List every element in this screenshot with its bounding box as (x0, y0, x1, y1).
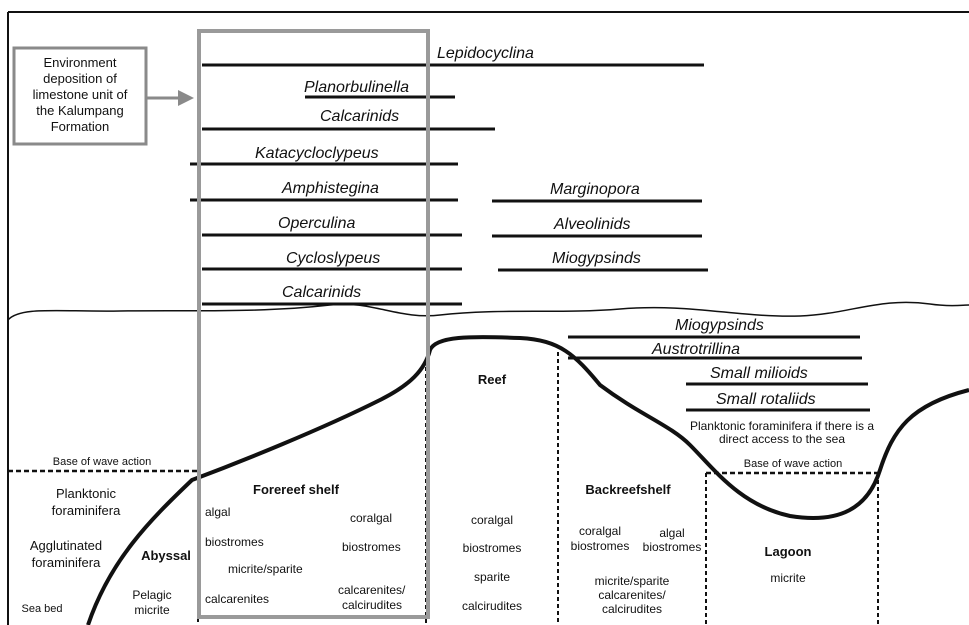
label-pelagic-2: micrite (134, 603, 170, 617)
legend-line-5: Formation (51, 119, 110, 134)
label-cycloslypeus: Cycloslypeus (286, 250, 380, 267)
label-br-micrite-3: calcirudites (602, 602, 662, 616)
label-small-rotaliids: Small rotaliids (716, 391, 816, 408)
label-alveolinids: Alveolinids (553, 216, 630, 233)
legend-line-3: limestone unit of (33, 87, 128, 102)
lagoon-taxa-labels: Miogypsinds Austrotrillina Small milioid… (651, 317, 874, 446)
label-small-milioids: Small milioids (710, 365, 808, 382)
label-br-coralgal-1: coralgal (579, 524, 621, 538)
label-fr-biostromes-left: biostromes (205, 535, 264, 549)
label-fr-micrite-sparite: micrite/sparite (228, 562, 303, 576)
label-sea-bed: Sea bed (22, 603, 63, 615)
label-abyssal: Abyssal (141, 548, 191, 563)
lagoon-range-bars (568, 335, 870, 412)
label-fr-calc-calc-2: calcirudites (342, 598, 402, 612)
label-miogypsinds-lower: Miogypsinds (675, 317, 764, 334)
outer-frame (7, 11, 969, 625)
label-katacycloclypeus: Katacycloclypeus (255, 145, 379, 162)
basin-sediment-labels: Planktonic foraminifera Agglutinated for… (22, 486, 172, 617)
label-reef-biostromes: biostromes (463, 541, 522, 555)
legend-box (12, 46, 148, 146)
label-operculina: Operculina (278, 215, 355, 232)
label-planktonic-1: Planktonic (56, 486, 116, 501)
label-reef-coralgal: coralgal (471, 513, 513, 527)
label-reef-calcirudites: calcirudites (462, 599, 522, 613)
forereef-sediment-labels: algal coralgal biostromes biostromes mic… (205, 505, 406, 612)
label-calcarinids-bottom: Calcarinids (282, 284, 361, 301)
label-br-coralgal-2: biostromes (571, 539, 630, 553)
highlight-environment-box (197, 29, 430, 619)
legend-text: Environment deposition of limestone unit… (33, 55, 128, 134)
label-reef: Reef (478, 372, 507, 387)
lagoon-note-line-2: direct access to the sea (719, 432, 845, 446)
label-br-micrite-2: calcarenites/ (598, 588, 666, 602)
label-fr-coralgal: coralgal (350, 511, 392, 525)
label-base-wave-left: Base of wave action (53, 456, 151, 468)
backreef-sediment-labels: coralgal biostromes algal biostromes mic… (571, 524, 702, 616)
label-lagoon: Lagoon (765, 544, 812, 559)
sea-surface-line (7, 301, 969, 321)
label-fr-algal: algal (205, 505, 230, 519)
label-austrotrillina: Austrotrillina (651, 341, 740, 358)
label-agglutinated-2: foraminifera (32, 555, 101, 570)
legend-line-4: the Kalumpang (36, 103, 123, 118)
label-marginopora: Marginopora (550, 181, 640, 198)
label-pelagic-1: Pelagic (132, 588, 171, 602)
label-fr-calcarenites: calcarenites (205, 592, 269, 606)
label-fr-calc-calc-1: calcarenites/ (338, 583, 406, 597)
label-lepidocyclina: Lepidocyclina (437, 45, 534, 62)
sea-floor-profile (86, 335, 969, 625)
label-reef-sparite: sparite (474, 570, 510, 584)
label-planktonic-2: foraminifera (52, 503, 121, 518)
upper-taxa-labels: Lepidocyclina Planorbulinella Calcarinid… (255, 45, 641, 301)
label-miogypsinds-upper: Miogypsinds (552, 250, 641, 267)
legend-line-2: deposition of (43, 71, 117, 86)
lagoon-note-line-1: Planktonic foraminifera if there is a (690, 419, 874, 433)
label-backreefshelf: Backreefshelf (585, 482, 671, 497)
label-br-algal-1: algal (659, 526, 684, 540)
label-planorbulinella: Planorbulinella (304, 79, 409, 96)
label-fr-biostromes-right: biostromes (342, 540, 401, 554)
label-br-algal-2: biostromes (643, 540, 702, 554)
label-base-wave-right: Base of wave action (744, 458, 842, 470)
label-lagoon-micrite: micrite (770, 571, 806, 585)
legend-line-1: Environment (44, 55, 117, 70)
label-forereef-shelf: Forereef shelf (253, 482, 340, 497)
label-br-micrite-1: micrite/sparite (595, 574, 670, 588)
arrow-icon (146, 90, 194, 106)
label-calcarinids-top: Calcarinids (320, 108, 399, 125)
reef-sediment-labels: coralgal biostromes sparite calcirudites (462, 513, 522, 613)
label-amphistegina: Amphistegina (281, 180, 379, 197)
label-agglutinated-1: Agglutinated (30, 538, 102, 553)
